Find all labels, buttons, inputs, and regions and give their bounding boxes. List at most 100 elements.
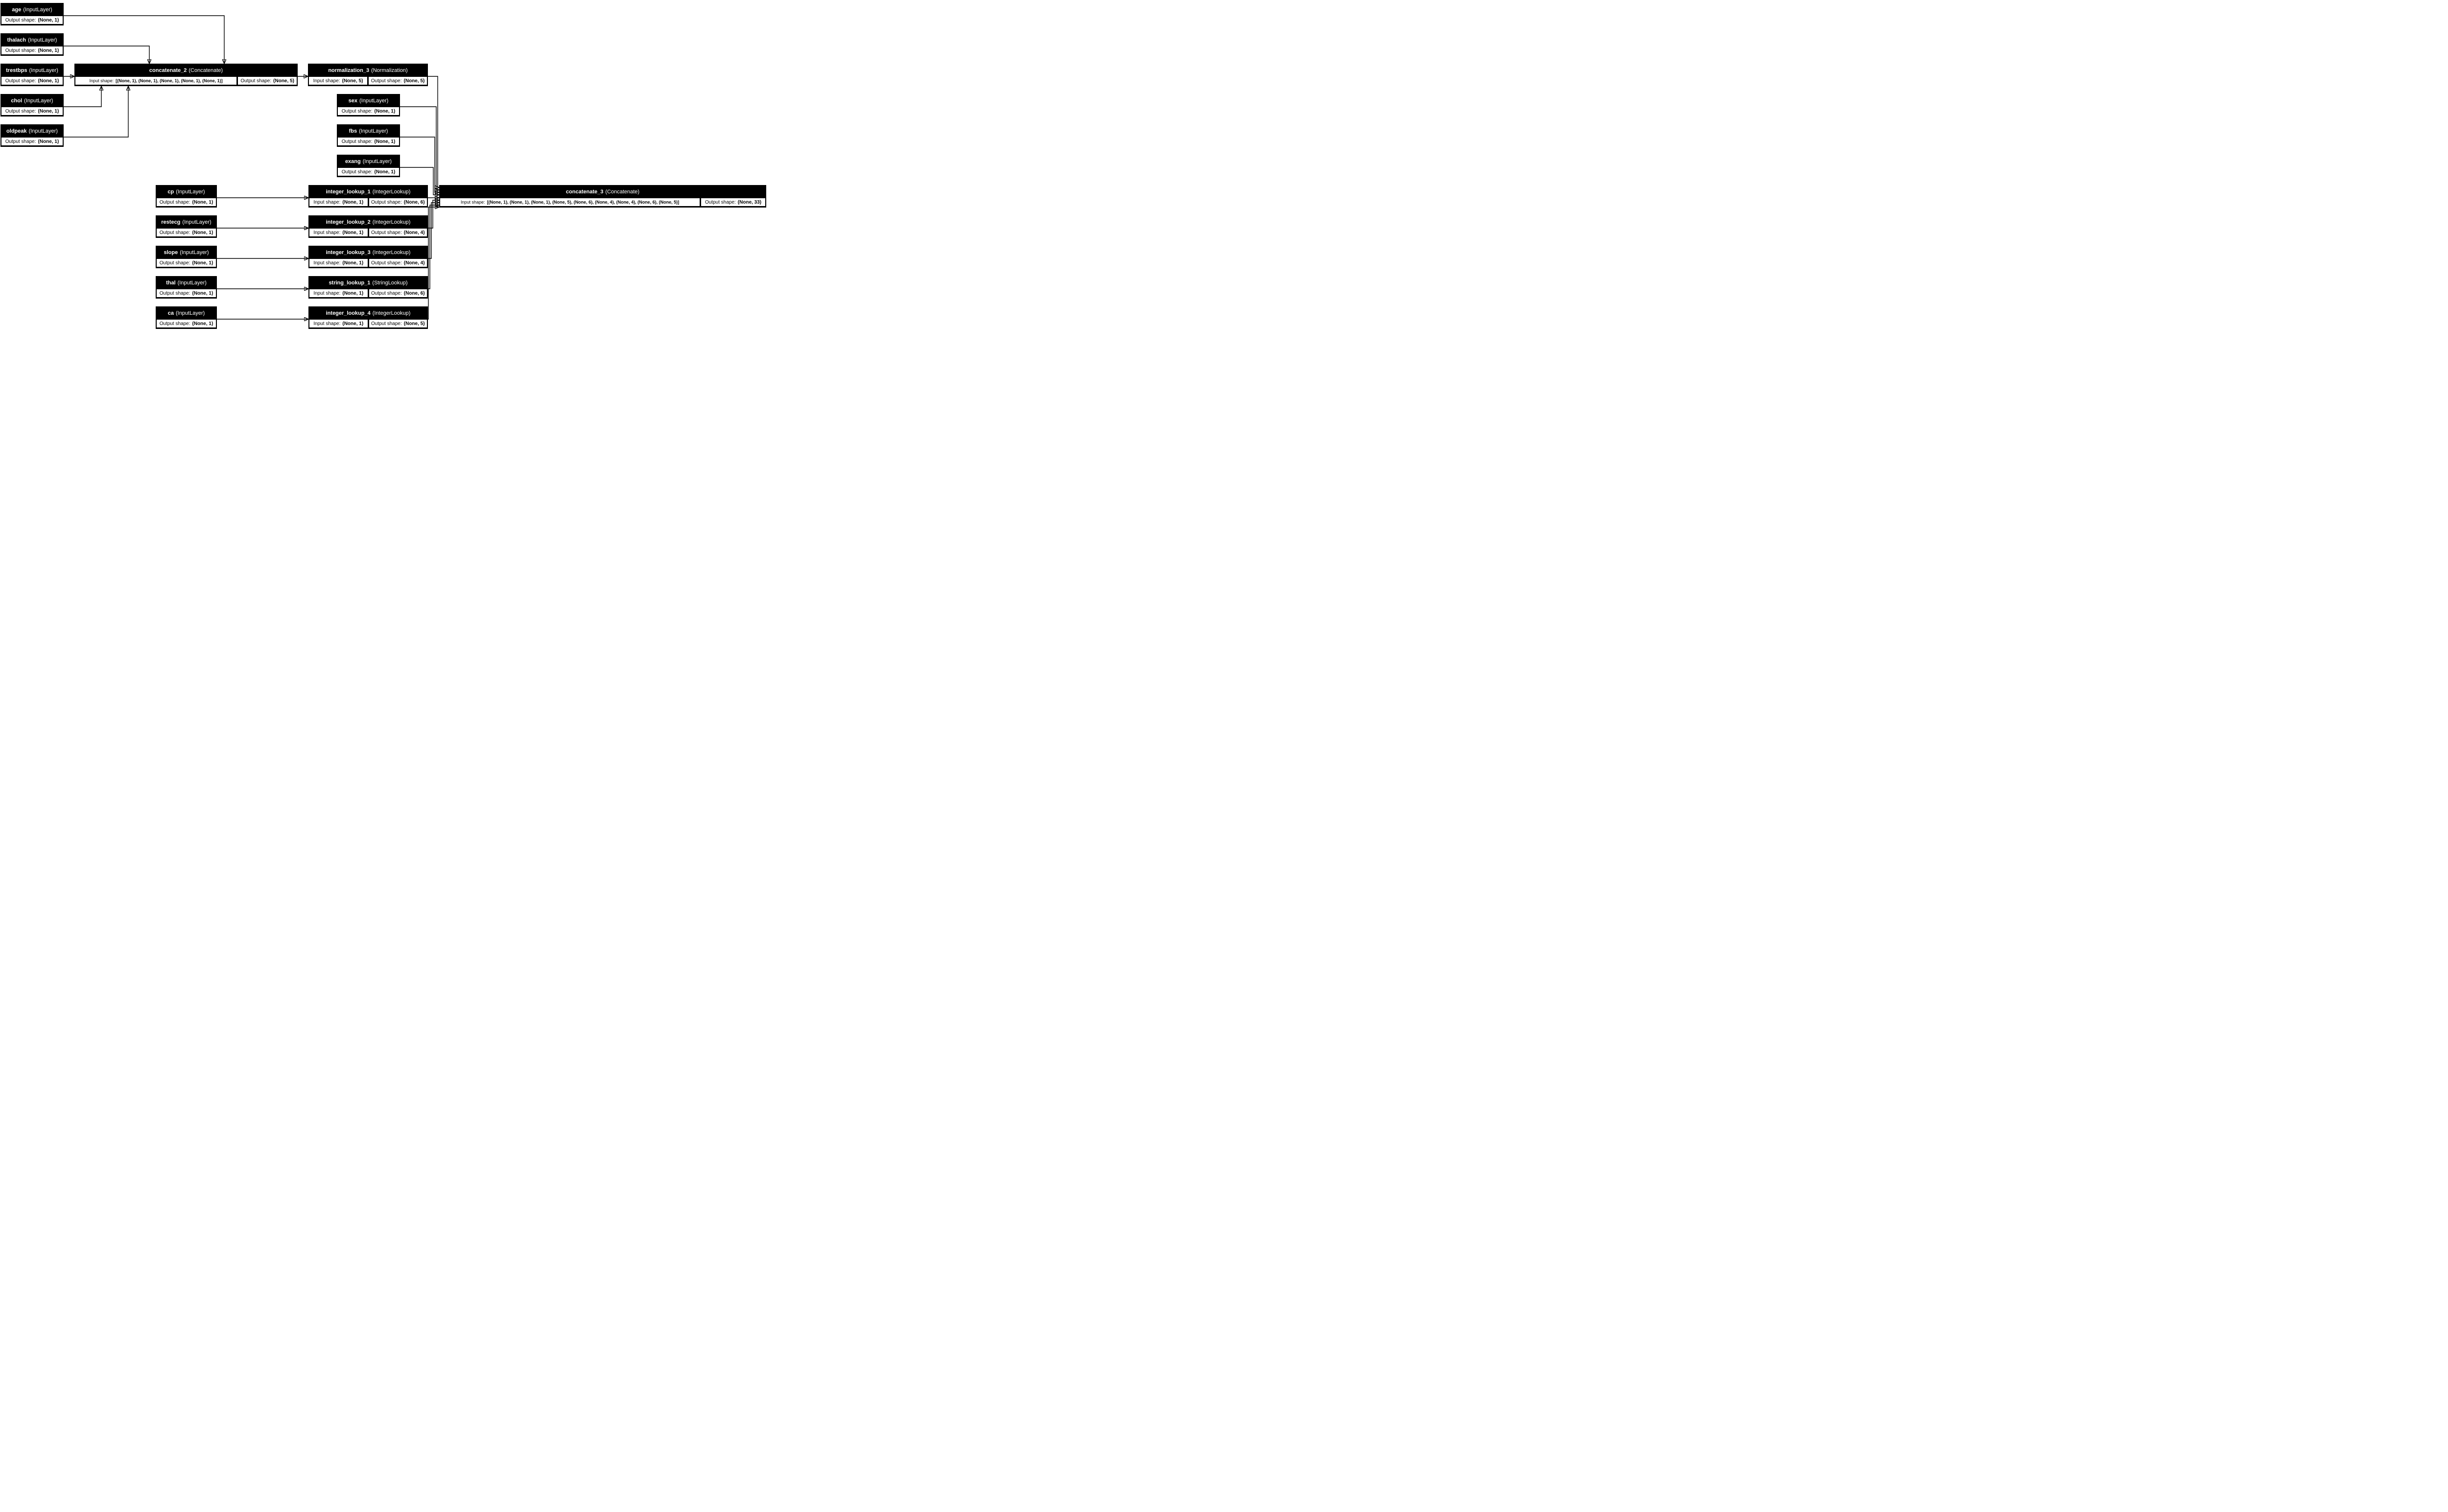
output-shape-label: Output shape: bbox=[5, 108, 36, 114]
edge-string_lookup_1-to-concatenate_3 bbox=[428, 205, 439, 289]
input-shape-cell: Input shape:(None, 5) bbox=[309, 77, 367, 85]
layer-name: fbs bbox=[349, 128, 357, 134]
layer-type: (InputLayer) bbox=[175, 310, 205, 316]
layer-name: integer_lookup_3 bbox=[326, 249, 371, 256]
layer-header: oldpeak(InputLayer) bbox=[0, 124, 64, 138]
output-shape-cell: Output shape:(None, 1) bbox=[157, 320, 216, 327]
layer-header: ca(InputLayer) bbox=[156, 306, 217, 320]
output-shape-label: Output shape: bbox=[371, 260, 402, 266]
layer-node-concatenate_2: concatenate_2(Concatenate) Input shape:[… bbox=[74, 64, 298, 86]
output-shape-label: Output shape: bbox=[159, 321, 190, 326]
layer-header: thalach(InputLayer) bbox=[0, 33, 64, 47]
output-shape-label: Output shape: bbox=[705, 199, 736, 205]
layer-type: (Concatenate) bbox=[605, 188, 640, 195]
layer-type: (InputLayer) bbox=[28, 128, 58, 134]
layer-name: age bbox=[12, 6, 22, 13]
edge-chol-to-concatenate_2 bbox=[64, 87, 101, 107]
output-shape-value: (None, 1) bbox=[38, 139, 59, 144]
output-shape-label: Output shape: bbox=[159, 199, 190, 205]
layer-header: concatenate_2(Concatenate) bbox=[74, 64, 298, 77]
output-shape-cell: Output shape:(None, 1) bbox=[157, 259, 216, 267]
layer-type: (InputLayer) bbox=[29, 67, 58, 73]
layer-node-integer_lookup_2: integer_lookup_2(IntegerLookup) Input sh… bbox=[308, 215, 428, 238]
layer-node-concatenate_3: concatenate_3(Concatenate) Input shape:[… bbox=[439, 185, 766, 208]
layer-header: cp(InputLayer) bbox=[156, 185, 217, 198]
layer-header: concatenate_3(Concatenate) bbox=[439, 185, 766, 198]
input-shape-value: (None, 5) bbox=[342, 78, 363, 84]
edge-normalization_3-to-concatenate_3 bbox=[428, 76, 439, 187]
layer-name: integer_lookup_1 bbox=[326, 188, 371, 195]
output-shape-label: Output shape: bbox=[240, 78, 272, 84]
output-shape-label: Output shape: bbox=[159, 230, 190, 235]
input-shape-label: Input shape: bbox=[313, 321, 341, 326]
output-shape-cell: Output shape:(None, 5) bbox=[369, 77, 427, 85]
layer-type: (InputLayer) bbox=[28, 37, 57, 43]
layer-node-ca: ca(InputLayer) Output shape:(None, 1) bbox=[156, 306, 217, 329]
layer-header: thal(InputLayer) bbox=[156, 276, 217, 289]
edge-integer_lookup_4-to-concatenate_3 bbox=[428, 207, 439, 320]
output-shape-cell: Output shape:(None, 1) bbox=[157, 289, 216, 297]
layer-header: string_lookup_1(StringLookup) bbox=[308, 276, 428, 289]
layer-type: (InputLayer) bbox=[23, 6, 52, 13]
output-shape-value: (None, 1) bbox=[38, 47, 59, 53]
output-shape-cell: Output shape:(None, 1) bbox=[157, 229, 216, 236]
output-shape-label: Output shape: bbox=[371, 199, 402, 205]
output-shape-cell: Output shape:(None, 1) bbox=[157, 198, 216, 206]
layer-header: normalization_3(Normalization) bbox=[308, 64, 428, 77]
input-shape-cell: Input shape:(None, 1) bbox=[309, 198, 368, 206]
input-shape-value: (None, 1) bbox=[342, 260, 364, 266]
input-shape-label: Input shape: bbox=[313, 230, 341, 235]
layer-name: cp bbox=[167, 188, 174, 195]
output-shape-cell: Output shape:(None, 6) bbox=[369, 198, 427, 206]
layer-header: integer_lookup_3(IntegerLookup) bbox=[308, 246, 428, 259]
layer-name: integer_lookup_4 bbox=[326, 310, 371, 316]
output-shape-value: (None, 1) bbox=[192, 199, 213, 205]
layer-node-age: age(InputLayer) Output shape:(None, 1) bbox=[0, 3, 64, 25]
input-shape-cell: Input shape:(None, 1) bbox=[309, 320, 368, 327]
layer-type: (Normalization) bbox=[371, 67, 408, 73]
output-shape-label: Output shape: bbox=[371, 321, 402, 326]
output-shape-label: Output shape: bbox=[5, 17, 36, 23]
input-shape-cell: Input shape:(None, 1) bbox=[309, 259, 368, 267]
output-shape-label: Output shape: bbox=[371, 78, 402, 84]
layer-node-integer_lookup_3: integer_lookup_3(IntegerLookup) Input sh… bbox=[308, 246, 428, 268]
output-shape-value: (None, 1) bbox=[38, 78, 59, 84]
output-shape-value: (None, 1) bbox=[374, 139, 396, 144]
output-shape-cell: Output shape:(None, 1) bbox=[338, 138, 399, 145]
output-shape-cell: Output shape:(None, 1) bbox=[1, 77, 63, 85]
layer-header: restecg(InputLayer) bbox=[156, 215, 217, 229]
layer-node-integer_lookup_4: integer_lookup_4(IntegerLookup) Input sh… bbox=[308, 306, 428, 329]
output-shape-value: (None, 1) bbox=[38, 17, 59, 23]
output-shape-value: (None, 1) bbox=[192, 230, 213, 235]
layer-type: (StringLookup) bbox=[372, 279, 408, 286]
output-shape-label: Output shape: bbox=[5, 139, 36, 144]
output-shape-cell: Output shape:(None, 1) bbox=[1, 107, 63, 115]
layer-type: (InputLayer) bbox=[362, 158, 392, 164]
input-shape-value: (None, 1) bbox=[342, 321, 364, 326]
input-shape-label: Input shape: bbox=[89, 78, 114, 83]
output-shape-value: (None, 1) bbox=[192, 321, 213, 326]
output-shape-label: Output shape: bbox=[5, 78, 36, 84]
layer-type: (IntegerLookup) bbox=[372, 219, 411, 225]
output-shape-value: (None, 1) bbox=[192, 290, 213, 296]
layer-type: (InputLayer) bbox=[182, 219, 212, 225]
output-shape-cell: Output shape:(None, 1) bbox=[338, 168, 399, 176]
layer-node-string_lookup_1: string_lookup_1(StringLookup) Input shap… bbox=[308, 276, 428, 299]
layer-header: fbs(InputLayer) bbox=[337, 124, 400, 138]
output-shape-label: Output shape: bbox=[5, 47, 36, 53]
layer-name: sex bbox=[348, 97, 358, 104]
layer-node-slope: slope(InputLayer) Output shape:(None, 1) bbox=[156, 246, 217, 268]
layer-node-fbs: fbs(InputLayer) Output shape:(None, 1) bbox=[337, 124, 400, 147]
layer-header: integer_lookup_2(IntegerLookup) bbox=[308, 215, 428, 229]
layer-node-cp: cp(InputLayer) Output shape:(None, 1) bbox=[156, 185, 217, 208]
layer-name: ca bbox=[167, 310, 174, 316]
input-shape-label: Input shape: bbox=[313, 260, 341, 266]
output-shape-value: (None, 6) bbox=[403, 199, 425, 205]
layer-node-restecg: restecg(InputLayer) Output shape:(None, … bbox=[156, 215, 217, 238]
output-shape-cell: Output shape:(None, 5) bbox=[369, 320, 427, 327]
output-shape-cell: Output shape:(None, 1) bbox=[338, 107, 399, 115]
model-architecture-diagram: age(InputLayer) Output shape:(None, 1) t… bbox=[0, 0, 768, 333]
layer-node-thalach: thalach(InputLayer) Output shape:(None, … bbox=[0, 33, 64, 56]
edge-fbs-to-concatenate_3 bbox=[400, 137, 439, 192]
layer-name: integer_lookup_2 bbox=[326, 219, 371, 225]
